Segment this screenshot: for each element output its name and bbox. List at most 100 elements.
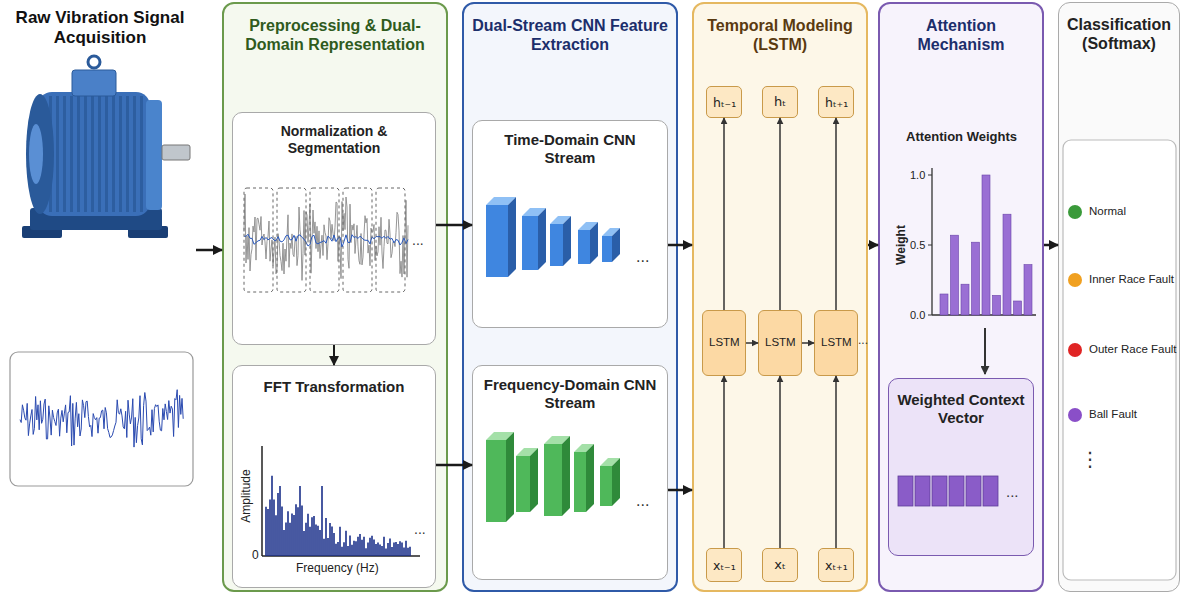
ellipsis: ...	[858, 334, 868, 347]
box-title: Preprocessing & Dual-Domain Representati…	[230, 16, 440, 54]
attention-axes	[928, 168, 1036, 315]
attention-bar	[982, 175, 990, 315]
spectrum-line	[319, 530, 321, 556]
segment-window	[277, 188, 306, 292]
flow-arrow	[196, 249, 222, 252]
layer-block	[600, 466, 612, 506]
spectrum-line	[265, 507, 267, 556]
spectrum-line	[351, 545, 353, 556]
layer-block	[578, 222, 598, 230]
spectrum-line	[357, 537, 359, 556]
stage-title: Raw Vibration Signal Acquisition	[4, 4, 196, 344]
segment-window	[376, 188, 405, 292]
box-title: Classification (Softmax)	[1065, 15, 1173, 53]
stage-panel: Temporal Modeling (LSTM)hₜ₋₁hₜhₜ₊₁LSTMLS…	[692, 2, 868, 592]
spectrum-line	[355, 541, 357, 556]
spectrum-line	[331, 527, 333, 557]
flow-arrow	[1044, 244, 1058, 247]
box-title: FFT Transformation	[264, 378, 405, 396]
spectrum-line	[287, 511, 289, 556]
spectrum-line	[279, 486, 281, 556]
fft-spectrum	[266, 476, 410, 556]
attention-bar	[972, 242, 980, 315]
layer-block	[600, 458, 620, 466]
layer-block	[562, 436, 570, 516]
flow-arrow	[779, 376, 781, 548]
spectrum-line	[365, 548, 367, 556]
hidden-state-box: hₜ₊₁	[818, 86, 854, 118]
spectrum-line	[289, 523, 291, 556]
legend-text: Normal	[1089, 205, 1126, 218]
layer-block	[508, 197, 516, 277]
input-box: xₜ₊₁	[818, 548, 854, 582]
legend-swatch	[1068, 273, 1082, 287]
box-label: LSTM	[821, 336, 851, 350]
spectrum-line	[359, 534, 361, 556]
spectrum-line	[407, 548, 409, 556]
layer-block	[516, 448, 538, 456]
box-label: hₜ₋₁	[713, 95, 735, 110]
flow-arrow	[984, 328, 986, 374]
spectrum-line	[377, 542, 379, 556]
spectrum-line	[347, 546, 349, 556]
legend-item: Normal	[1068, 205, 1178, 219]
segment-window	[343, 188, 372, 292]
spectrum-line	[391, 547, 393, 556]
ellipsis: ...	[412, 233, 424, 248]
fft-axes	[262, 446, 420, 556]
box-label: LSTM	[765, 336, 795, 350]
legend-swatch	[1068, 343, 1082, 357]
spectrum-line	[307, 514, 309, 556]
spectrum-line	[399, 541, 401, 556]
context-vector-cells	[898, 476, 998, 506]
layer-block	[578, 230, 590, 264]
box-title: Dual-Stream CNN Feature Extraction	[470, 16, 670, 54]
layer-block	[586, 444, 594, 512]
layer-block	[574, 452, 586, 512]
spectrum-line	[403, 547, 405, 556]
process-box: Frequency-Domain CNN Stream	[472, 365, 668, 580]
vector-cell	[898, 476, 913, 506]
box-title: Attention Mechanism	[886, 16, 1036, 54]
flow-arrow	[868, 244, 878, 247]
layer-block	[563, 216, 571, 266]
spectrum-line	[285, 522, 287, 556]
spectrum-line	[329, 523, 331, 556]
spectrum-line	[327, 538, 329, 556]
spectrum-line	[405, 541, 407, 556]
process-box: FFT Transformation	[232, 365, 436, 588]
spectrum-line	[343, 542, 345, 556]
axis-tick: 0.5	[910, 239, 925, 251]
flow-arrow	[668, 489, 692, 492]
layer-block	[538, 208, 546, 270]
box-title: Frequency-Domain CNN Stream	[479, 376, 661, 412]
layer-block	[486, 197, 516, 205]
vector-cell	[966, 476, 981, 506]
flow-arrow	[723, 118, 725, 310]
layer-block	[550, 224, 563, 266]
spectrum-line	[375, 544, 377, 556]
spectrum-line	[367, 543, 369, 556]
hidden-state-box: hₜ₋₁	[706, 86, 742, 118]
spectrum-line	[373, 539, 375, 556]
spectrum-line	[345, 531, 347, 556]
spectrum-line	[397, 544, 399, 556]
process-box: Normalization & Segmentation	[232, 112, 436, 345]
spectrum-line	[309, 527, 311, 556]
layer-block	[550, 216, 571, 224]
spectrum-line	[269, 500, 271, 556]
attention-bars	[940, 175, 1032, 315]
spectrum-line	[275, 515, 277, 556]
waveform-trace	[244, 234, 408, 247]
spectrum-line	[381, 546, 383, 556]
box-title: Raw Vibration Signal Acquisition	[10, 8, 190, 49]
vector-cell	[915, 476, 930, 506]
spectrum-line	[301, 506, 303, 557]
spectrum-line	[379, 545, 381, 556]
attention-bar	[1003, 214, 1011, 315]
spectrum-line	[277, 493, 279, 556]
stage-panel: Classification (Softmax)	[1058, 2, 1180, 592]
axis-label: Weight	[895, 225, 908, 265]
attention-bar	[951, 235, 959, 315]
